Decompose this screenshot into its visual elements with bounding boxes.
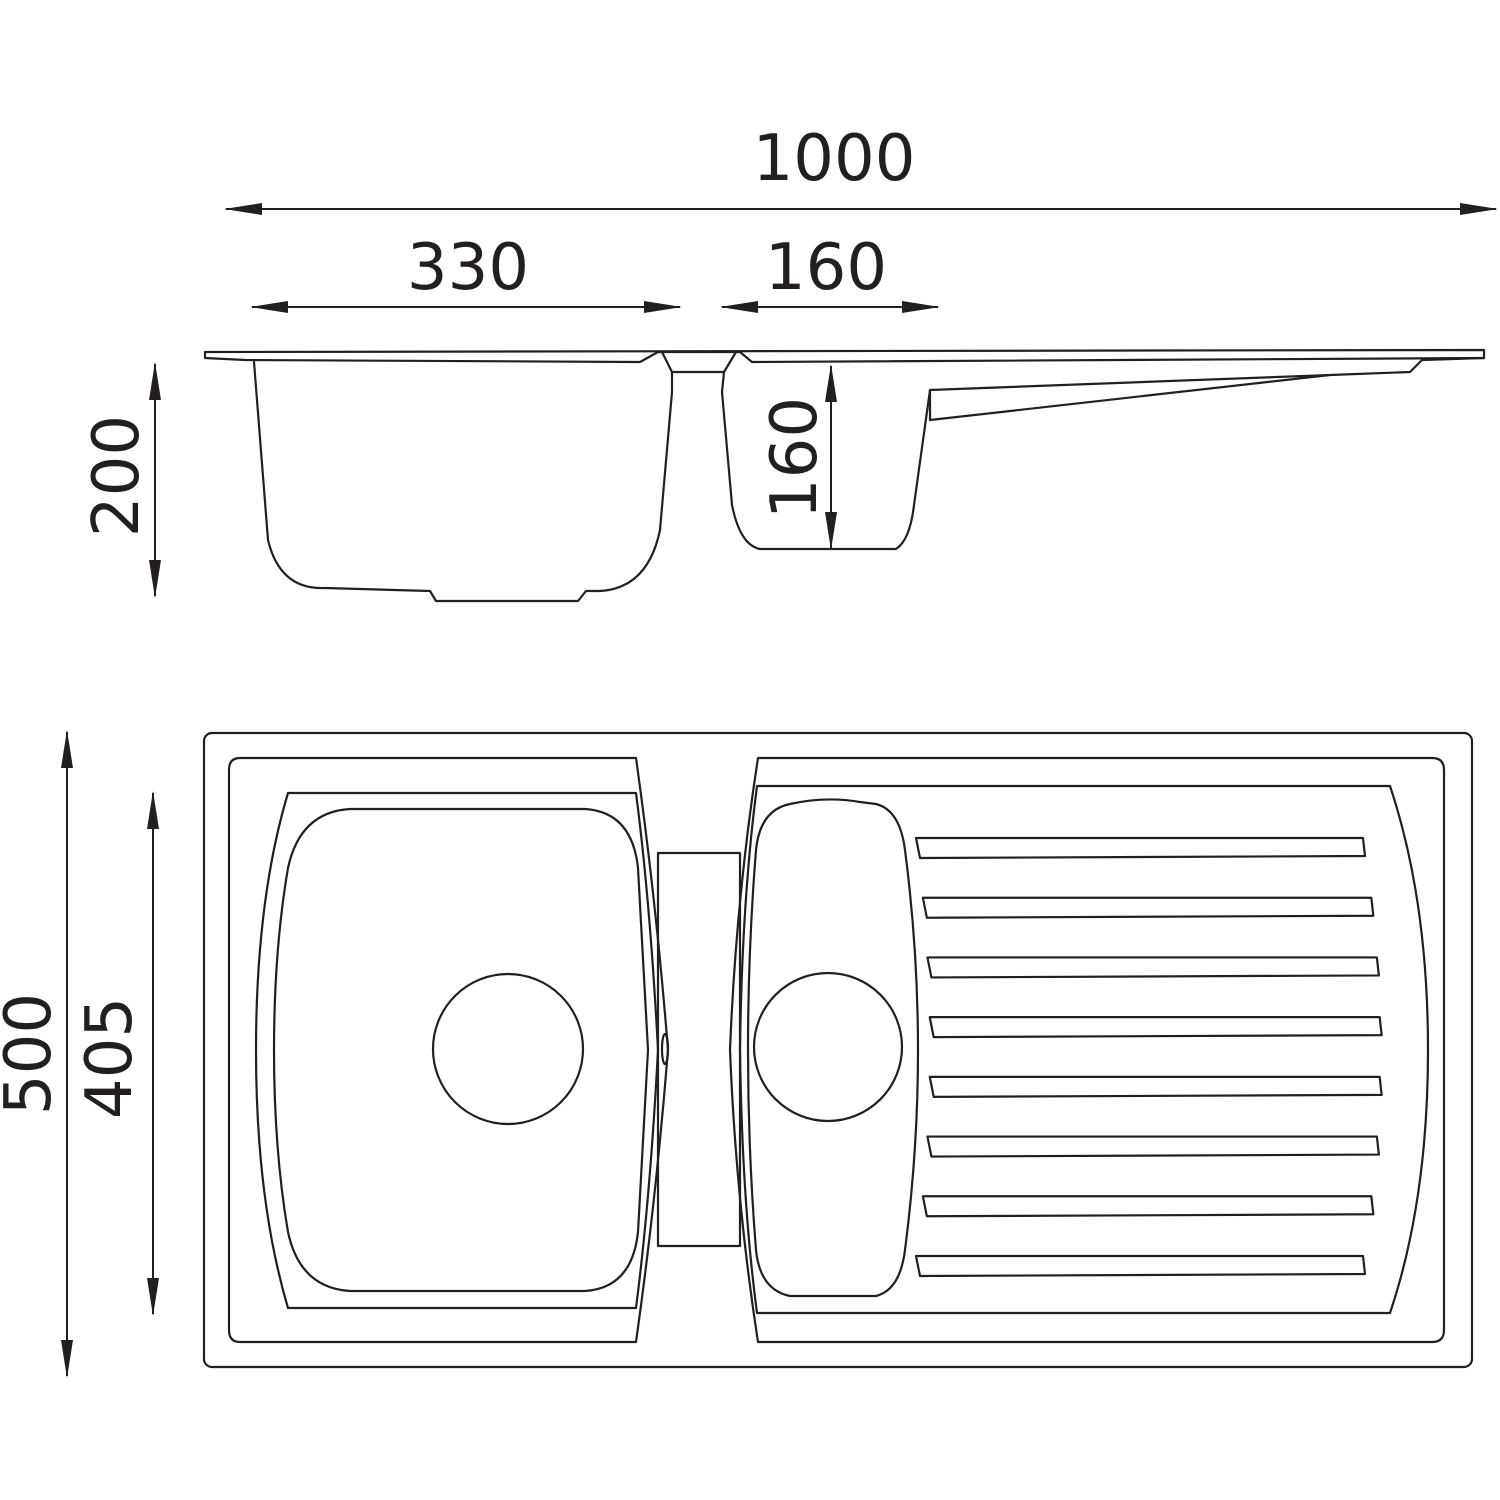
label-half-bowl-depth: 160 [758, 397, 832, 519]
plan-half-bowl-drain [752, 971, 904, 1123]
drainer-rib [921, 896, 1375, 919]
dimension-lines: 1000 330 160 200 160 [0, 122, 1498, 1378]
drainer-rib [926, 1135, 1380, 1158]
drainer-rib [928, 1016, 1383, 1039]
plan-main-bowl-outer [254, 791, 660, 1310]
plan-main-bowl-inner [272, 807, 650, 1293]
side-view-rim [203, 348, 1486, 422]
plan-overflow-slot [660, 1032, 670, 1066]
plan-outer-frame [202, 731, 1474, 1369]
dimension-inner-width: 405 [73, 791, 159, 1316]
side-view-overflow-connector [656, 350, 742, 394]
drainer-rib [914, 836, 1367, 860]
dimension-overall-width: 500 [0, 730, 73, 1378]
dimension-main-bowl-depth: 200 [80, 362, 161, 598]
label-overall-length: 1000 [753, 122, 916, 196]
plan-center-panel [656, 851, 742, 1248]
label-half-bowl-width: 160 [765, 231, 887, 305]
label-overall-width: 500 [0, 993, 66, 1115]
dimension-half-bowl-width: 160 [720, 231, 940, 313]
plan-right-inner [738, 784, 1430, 1315]
drainer-rib [921, 1195, 1375, 1218]
drainer-rib [926, 956, 1380, 979]
label-main-bowl-depth: 200 [80, 415, 154, 537]
drainer-rib [928, 1075, 1383, 1098]
label-inner-width: 405 [73, 997, 147, 1119]
dimension-overall-length: 1000 [224, 122, 1498, 215]
drainer-rib [914, 1254, 1367, 1278]
plan-left-panel [227, 756, 670, 1344]
plan-main-drain [431, 972, 585, 1126]
label-main-bowl-width: 330 [407, 231, 529, 305]
plan-drainer-ribs [914, 836, 1383, 1278]
side-view-rim-right [738, 350, 1486, 364]
plan-half-bowl [746, 798, 920, 1298]
plan-view [202, 731, 1474, 1369]
dimension-main-bowl-width: 330 [250, 231, 682, 313]
side-view [203, 348, 1486, 603]
plan-right-panel [728, 756, 1446, 1344]
side-view-half-bowl [720, 388, 932, 551]
dimension-half-bowl-depth: 160 [758, 364, 837, 550]
side-view-main-bowl [252, 360, 674, 603]
